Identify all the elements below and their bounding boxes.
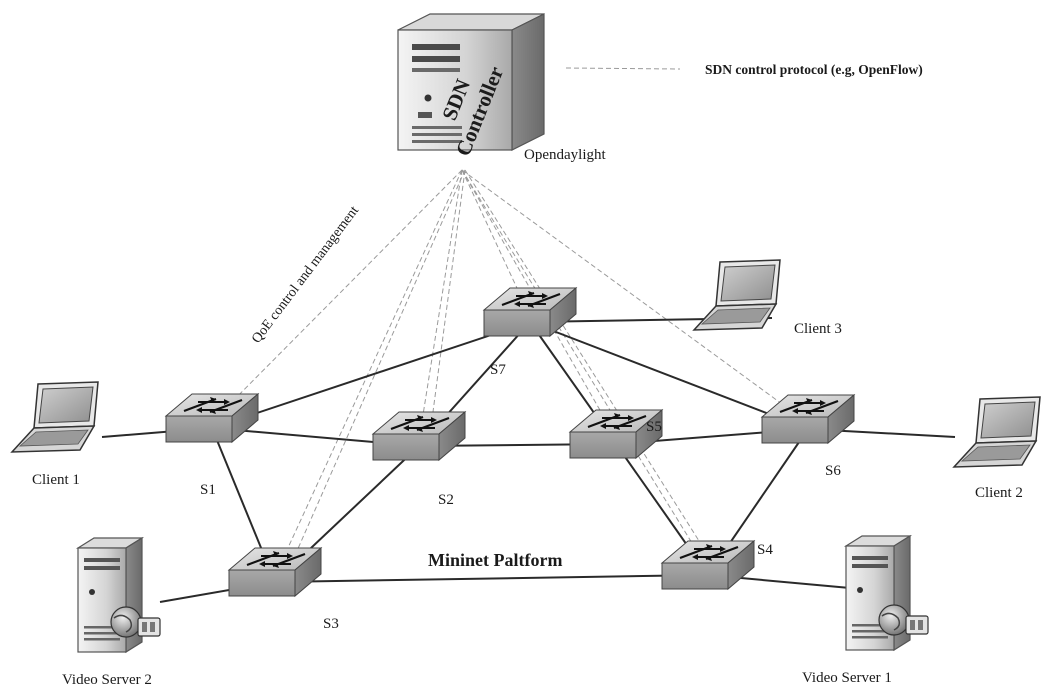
switch-icon — [371, 410, 467, 462]
switch-icon — [482, 286, 578, 338]
switch-label: S4 — [757, 542, 773, 558]
client-label: Client 2 — [975, 485, 1023, 501]
switch-icon — [660, 539, 756, 591]
client-c2[interactable] — [952, 396, 1041, 468]
switch-icon — [227, 546, 323, 598]
client-label: Client 1 — [32, 472, 80, 488]
control-link-s3-b — [284, 169, 466, 579]
controller-name-label: Opendaylight — [524, 147, 606, 163]
server-icon — [843, 534, 929, 652]
video-server-label: Video Server 1 — [802, 670, 892, 686]
switch-label: S3 — [323, 616, 339, 632]
laptop-icon — [10, 381, 99, 453]
laptop-icon — [952, 396, 1041, 468]
control-link-s7 — [461, 169, 531, 317]
legend-label: SDN control protocol (e.g, OpenFlow) — [705, 62, 923, 77]
switch-s5[interactable] — [568, 408, 664, 460]
network-nodes: Client 1 Client 2 Client 3 Video Server 1 Vi… — [10, 259, 1041, 686]
switch-s7[interactable] — [482, 286, 578, 338]
switch-label: S7 — [490, 362, 506, 378]
control-link-s1 — [211, 169, 463, 423]
video-server-label: Video Server 2 — [62, 672, 152, 686]
control-link-s4 — [461, 169, 709, 570]
switch-icon — [568, 408, 664, 460]
control-links — [211, 169, 809, 579]
switch-s6[interactable] — [760, 393, 856, 445]
switch-s2[interactable] — [371, 410, 467, 462]
link-s1-s7 — [211, 321, 531, 429]
control-link-s3 — [274, 169, 463, 577]
laptop-icon — [692, 259, 781, 331]
legend-dashed-line — [565, 67, 681, 70]
sdn-controller[interactable]: SDN Controller Opendaylight — [397, 13, 606, 163]
client-label: Client 3 — [794, 321, 842, 337]
switch-icon — [760, 393, 856, 445]
control-link-s2 — [418, 169, 463, 441]
video-server-v1[interactable] — [843, 534, 929, 652]
controller-server-icon — [397, 13, 545, 151]
server-icon — [75, 536, 161, 654]
link-s3-s4 — [274, 574, 709, 583]
control-link-s2-b — [428, 169, 466, 443]
switch-label: S1 — [200, 482, 216, 498]
legend: SDN control protocol (e.g, OpenFlow) — [565, 62, 923, 77]
control-link-s4-b — [464, 169, 719, 572]
platform-label: Mininet Paltform — [428, 550, 562, 570]
link-s6-s7 — [529, 321, 809, 430]
video-server-v2[interactable] — [75, 536, 161, 654]
switch-label: S2 — [438, 492, 454, 508]
switch-s1[interactable] — [164, 392, 260, 444]
qoe-annotation-label: QoE control and management — [249, 203, 362, 346]
switch-s3[interactable] — [227, 546, 323, 598]
switch-label: S6 — [825, 463, 841, 479]
switch-label: S5 — [646, 419, 662, 435]
switch-icon — [164, 392, 260, 444]
client-c3[interactable] — [692, 259, 781, 331]
client-c1[interactable] — [10, 381, 99, 453]
switch-s4[interactable] — [660, 539, 756, 591]
